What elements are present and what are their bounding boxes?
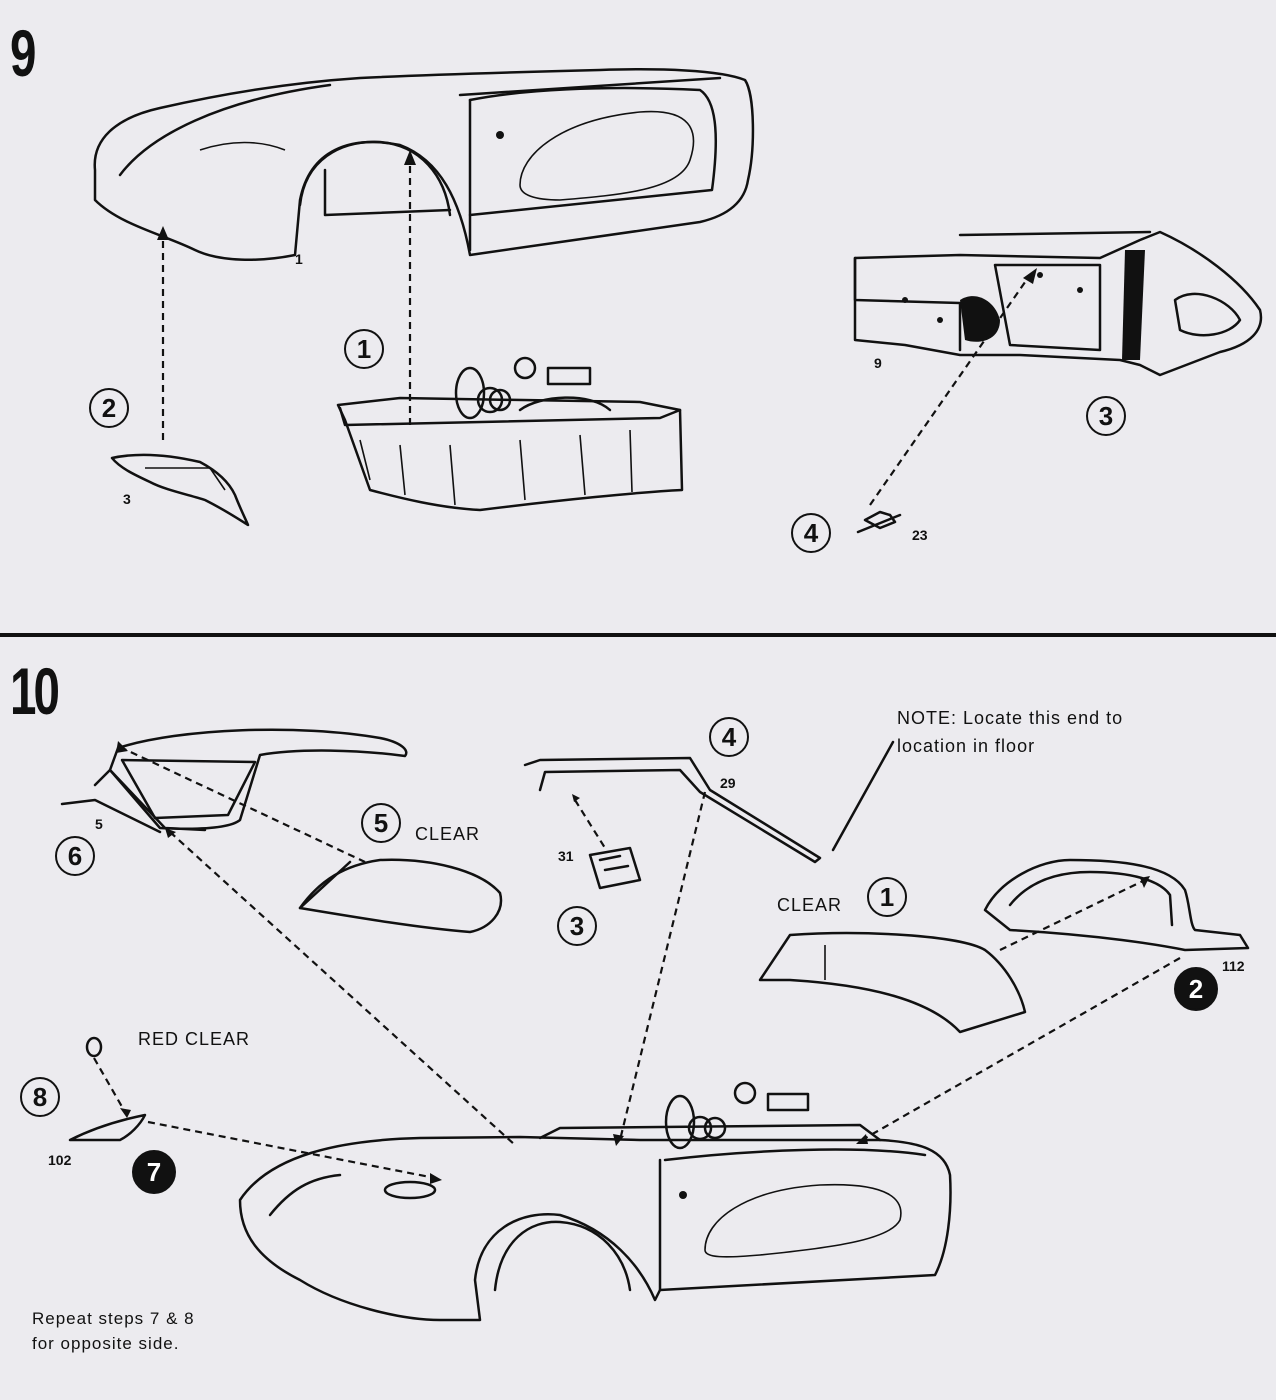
grille-part-illustration xyxy=(110,453,250,527)
repeat-instructions: Repeat steps 7 & 8 for opposite side. xyxy=(32,1306,195,1356)
part-number-body: 1 xyxy=(295,251,303,267)
part-number-seat-piece: 31 xyxy=(558,848,574,864)
callout-6-step10: 6 xyxy=(55,836,95,876)
part-number-cowl: 112 xyxy=(1222,958,1245,974)
footer-line-2: for opposite side. xyxy=(32,1334,180,1353)
lens-illustration xyxy=(68,1036,147,1142)
cowl-illustration xyxy=(983,858,1250,952)
callout-3-step10: 3 xyxy=(557,906,597,946)
part-number-hook: 23 xyxy=(912,527,928,543)
callout-4: 4 xyxy=(791,513,831,553)
note-line-2: location in floor xyxy=(897,736,1036,756)
callout-1: 1 xyxy=(344,329,384,369)
part-number-rear-panel: 9 xyxy=(874,355,882,371)
hook-part-illustration xyxy=(856,510,902,534)
part-number-handle: 29 xyxy=(720,775,736,791)
assembled-car-illustration xyxy=(238,1081,952,1322)
callout-2: 2 xyxy=(89,388,129,428)
callout-2-step10: 2 xyxy=(1174,967,1218,1011)
note-line-1: NOTE: Locate this end to xyxy=(897,708,1124,728)
part-number-top: 5 xyxy=(95,816,103,832)
footer-line-1: Repeat steps 7 & 8 xyxy=(32,1309,195,1328)
car-body-illustration xyxy=(93,68,755,261)
part-number-grille: 3 xyxy=(123,491,131,507)
step-number-10: 10 xyxy=(10,654,60,728)
hardtop-illustration xyxy=(60,728,408,834)
windshield-illustration xyxy=(298,858,503,934)
label-red-clear: RED CLEAR xyxy=(138,1029,251,1049)
part-number-light: 102 xyxy=(48,1152,72,1168)
callout-3: 3 xyxy=(1086,396,1126,436)
interior-tub-illustration xyxy=(336,356,684,512)
callout-8-step10: 8 xyxy=(20,1077,60,1117)
step-number-9: 9 xyxy=(10,16,36,90)
rear-panel-illustration xyxy=(853,230,1263,377)
label-clear-windshield: CLEAR xyxy=(415,824,481,844)
rear-window-illustration xyxy=(758,931,1027,1034)
callout-1-step10: 1 xyxy=(867,877,907,917)
callout-5-step10: 5 xyxy=(361,803,401,843)
handle-illustration xyxy=(523,756,822,864)
assembly-note: NOTE: Locate this end to location in flo… xyxy=(897,704,1123,760)
seat-piece-illustration xyxy=(588,846,642,890)
label-clear-rear: CLEAR xyxy=(777,895,843,915)
step-divider xyxy=(0,633,1276,637)
callout-7-step10: 7 xyxy=(132,1150,176,1194)
callout-4-step10: 4 xyxy=(709,717,749,757)
